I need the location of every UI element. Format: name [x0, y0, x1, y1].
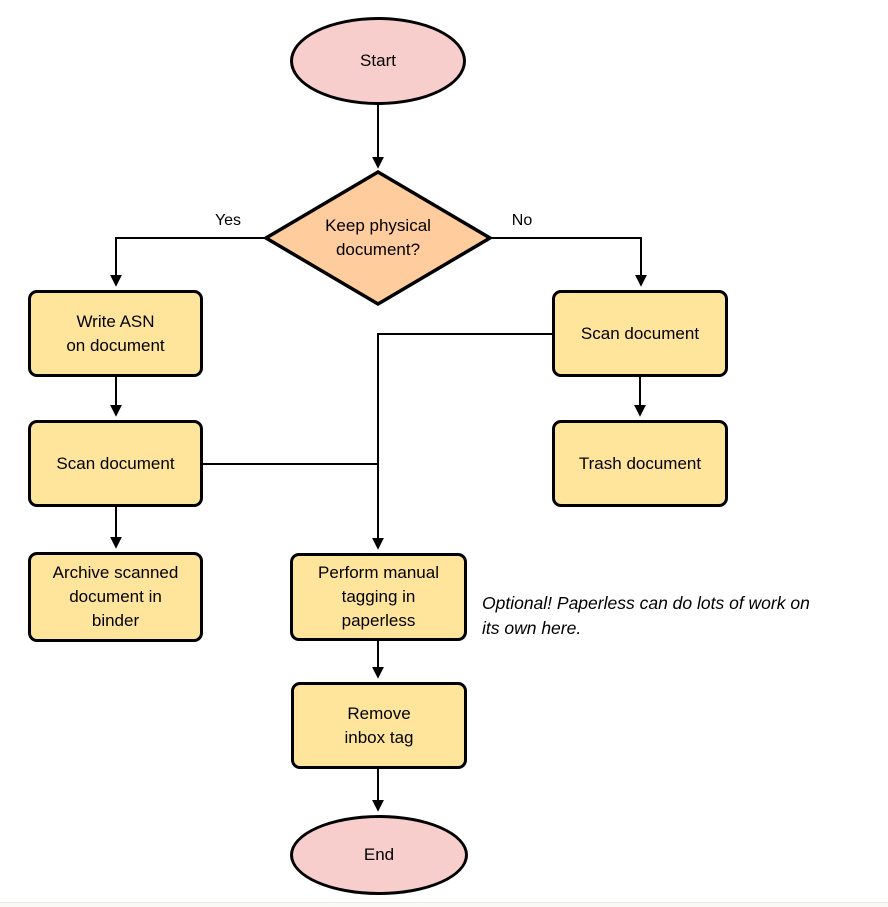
node-remove-inbox-tag: Remove inbox tag — [291, 682, 467, 769]
edge-label-yes: Yes — [214, 212, 242, 229]
edge-label-no: No — [511, 212, 533, 229]
edge-scan-right-to-perform-tagging — [372, 333, 552, 550]
node-end: End — [290, 815, 468, 895]
node-decision-label: Keep physical document? — [325, 216, 431, 259]
node-perform-manual-tagging: Perform manual tagging in paperless — [290, 553, 467, 641]
node-scan-document-left: Scan document — [28, 420, 203, 507]
node-trash-document: Trash document — [552, 420, 728, 507]
edge-decision-no-to-scan-right — [490, 237, 647, 287]
node-scan-document-right: Scan document — [552, 290, 728, 377]
edge-decision-yes-to-write-asn — [110, 237, 266, 287]
page-bottom-edge — [0, 902, 888, 907]
node-write-asn: Write ASN on document — [28, 290, 203, 377]
node-archive-scanned-document: Archive scanned document in binder — [28, 552, 203, 642]
node-start: Start — [290, 17, 466, 105]
decision-diamond-shape — [262, 169, 494, 307]
annotation-optional-note: Optional! Paperless can do lots of work … — [482, 593, 810, 638]
